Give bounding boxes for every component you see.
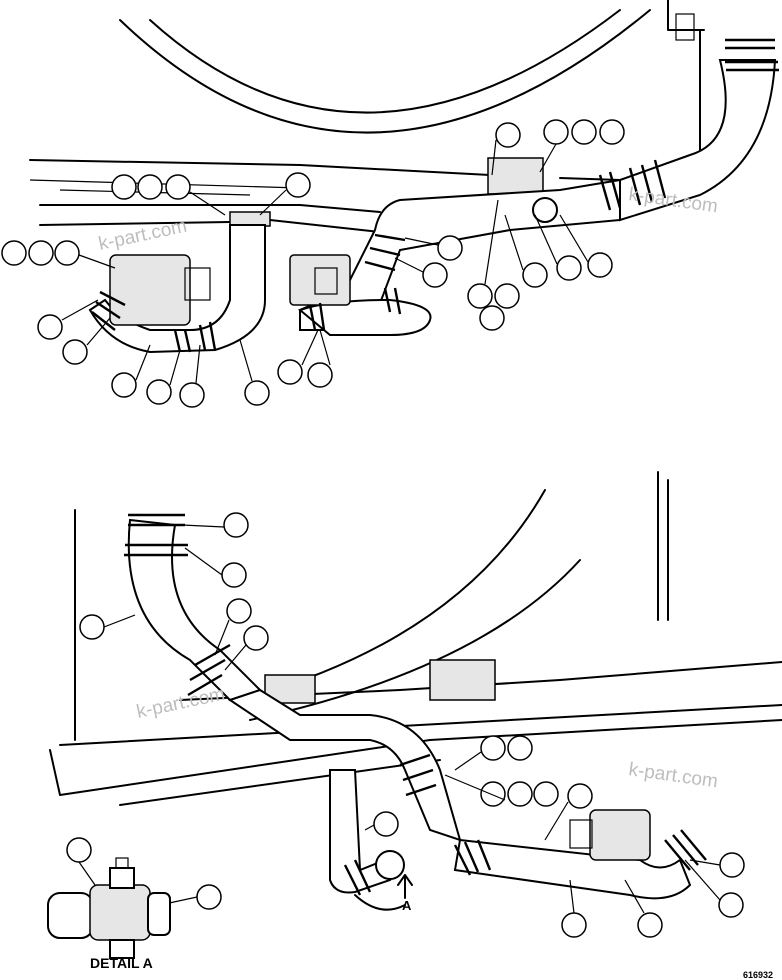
heater-port-left (184, 267, 211, 301)
detail-label: DETAIL A (90, 955, 153, 971)
hose-right (453, 838, 692, 900)
watermark-3: k-part.com (135, 684, 227, 723)
detail-a-valve (47, 857, 171, 959)
side-panel-lower (657, 471, 669, 621)
view-letter: A (402, 898, 412, 913)
callouts-bottom (66, 512, 745, 938)
heater-port-lower (569, 819, 593, 849)
heater-box-lower (589, 809, 651, 861)
heater-box-left (109, 254, 191, 326)
frame-rail-top (29, 159, 621, 181)
cab-arc-lower (239, 489, 546, 701)
valve-bottom (375, 850, 405, 880)
watermark-1: k-part.com (97, 216, 189, 255)
tank-bracket (487, 157, 544, 195)
frame-crossmember (29, 179, 301, 196)
bracket-plate (229, 211, 271, 227)
bracket-lower-2 (264, 674, 316, 704)
hose-upper-right (619, 59, 777, 222)
callouts-top (1, 119, 625, 408)
hose-horizontal (227, 688, 462, 842)
valve-top (532, 197, 558, 223)
watermark-4: k-part.com (627, 759, 719, 792)
cab-arc-inner (149, 9, 621, 114)
bottom-view: A (49, 471, 782, 913)
frame-lower (49, 719, 782, 796)
top-view (29, 0, 779, 354)
bracket-lower (429, 659, 496, 701)
heater-box-mid (289, 254, 351, 306)
drawing-number: 616932 (743, 970, 773, 980)
hose-clamps-top (91, 38, 779, 353)
frame-rail-lower (39, 219, 381, 233)
heater-port-mid (314, 267, 338, 295)
side-panel (667, 0, 705, 151)
panel-bracket (675, 13, 695, 41)
view-arrow (354, 894, 406, 911)
view-arrow-head (397, 874, 413, 899)
cab-arc-lower-inner (249, 559, 581, 721)
hose-clamps-bottom (124, 513, 707, 896)
cab-arc-outer (119, 9, 651, 134)
frame-rail-bottom (39, 204, 381, 213)
